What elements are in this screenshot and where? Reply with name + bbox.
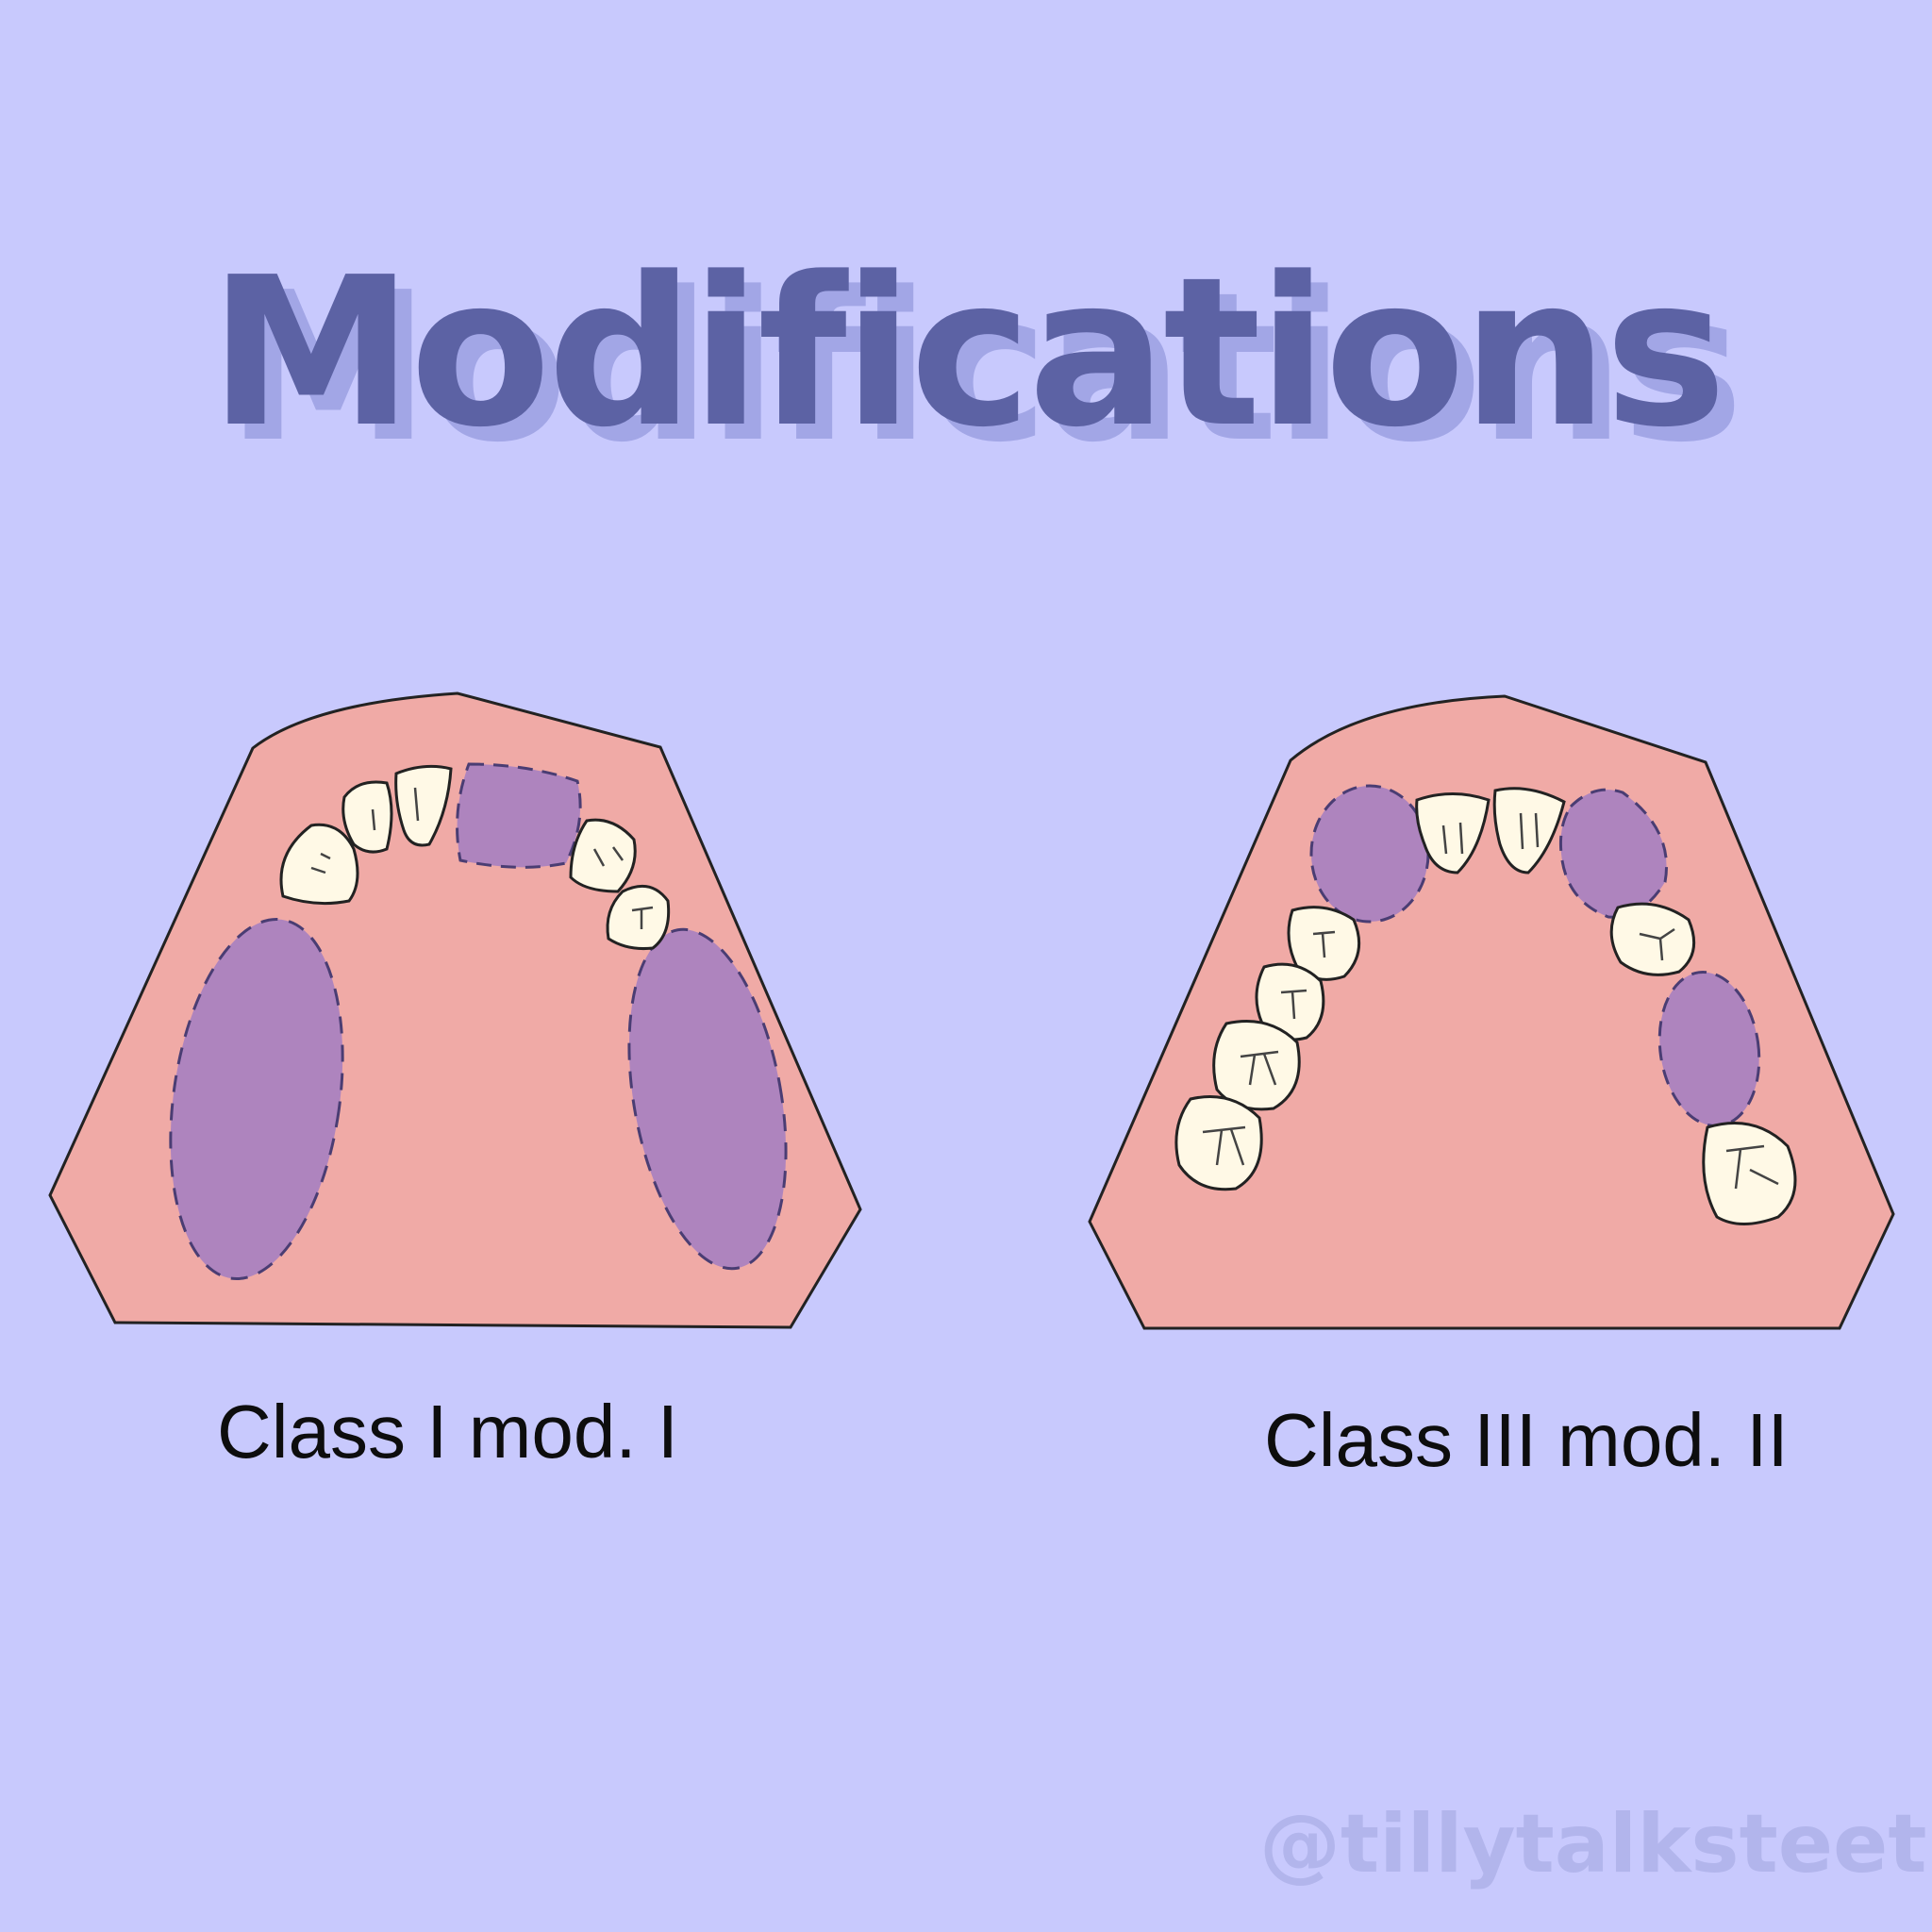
title-shadow: Modifications: [225, 249, 1743, 488]
caption-class-3-mod-2: Class III mod. II: [1264, 1398, 1789, 1482]
tooth-left-canine: [279, 823, 359, 906]
tooth-left-central-incisor: [394, 764, 453, 847]
tooth-left-premolar-2: [1255, 962, 1325, 1041]
tooth-left-molar-1: [1212, 1020, 1301, 1111]
tooth-right-canine: [606, 884, 671, 950]
edentulous-area-right: [627, 927, 788, 1271]
tooth-central-incisor-left: [1415, 792, 1491, 874]
tooth-right-lateral-incisor: [569, 818, 637, 893]
gum-outline: [1088, 694, 1895, 1330]
page-title: Modifications: [208, 234, 1726, 473]
tooth-central-incisor-right: [1492, 787, 1566, 874]
tooth-right-molar: [1702, 1122, 1797, 1225]
edentulous-area-anterior: [456, 762, 582, 869]
tooth-left-lateral-incisor: [341, 780, 393, 854]
caption-class-1-mod-1: Class I mod. I: [217, 1390, 679, 1474]
watermark: @tillytalksteeth: [1259, 1797, 1932, 1891]
title-block: Modifications Modifications: [0, 234, 1932, 482]
edentulous-area-left-premolar: [1309, 784, 1430, 924]
tooth-right-premolar: [1609, 902, 1696, 976]
edentulous-area-left: [169, 917, 344, 1281]
